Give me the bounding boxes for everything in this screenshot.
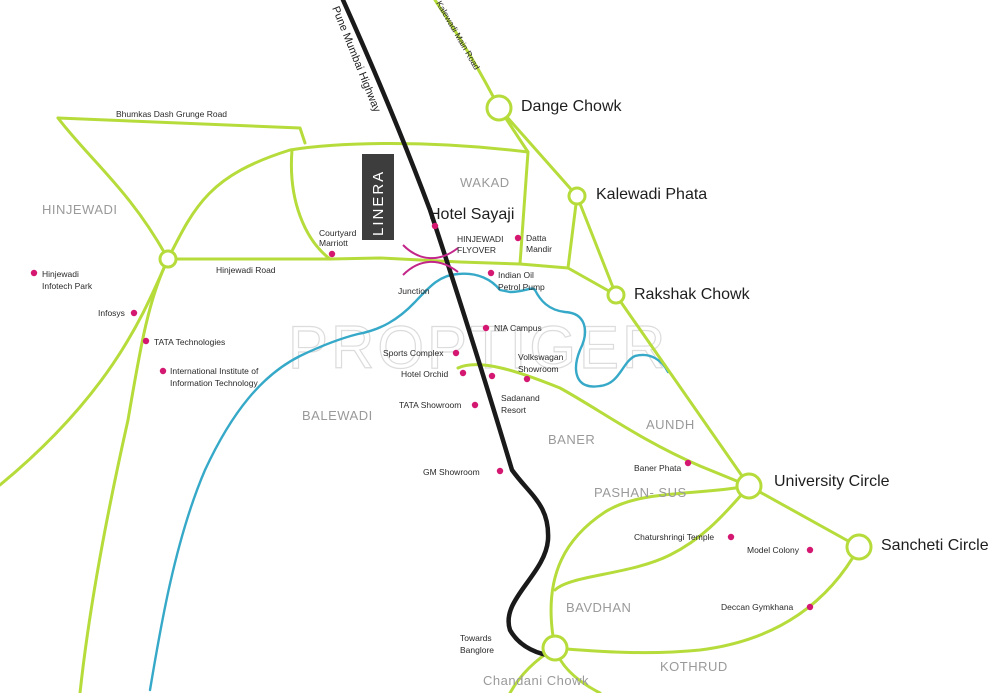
node-kalewadi-phata [567,186,587,206]
highway-label: Pune Mumbai Highway [329,5,383,115]
poi-gm-showroom: GM Showroom [423,467,480,477]
area-hinjewadi: HINJEWADI [42,202,118,217]
poi-sadanand-1: Sadanand [501,393,540,403]
poi-model-colony: Model Colony [747,545,800,555]
rakshak-chowk-label: Rakshak Chowk [634,286,751,303]
junction-label: Junction [398,286,430,296]
node-sancheti-circle [845,533,873,561]
poi-volkswagen-2: Showroom [518,364,559,374]
poi-indian-oil-1: Indian Oil [498,270,534,280]
poi-sports-complex: Sports Complex [383,348,444,358]
university-circle-label: University Circle [774,473,890,490]
hinjewadi-road-label: Hinjewadi Road [216,265,276,275]
poi-towards-2: Banglore [460,645,494,655]
poi-indian-oil-2: Petrol Pump [498,282,545,292]
node-dange-chowk [485,94,513,122]
road-network [0,0,861,693]
area-kothrud: KOTHRUD [660,659,728,674]
flyover-label-1: HINJEWADI [457,234,503,244]
area-aundh: AUNDH [646,417,695,432]
river [148,272,670,692]
dange-chowk-label: Dange Chowk [521,98,623,115]
poi-iiit-1: International Institute of [170,366,259,376]
poi-baner-phata: Baner Phata [634,463,682,473]
watermark-text: PROPTIGER [288,314,668,381]
poi-infosys: Infosys [98,308,125,318]
poi-deccan-gymkhana: Deccan Gymkhana [721,602,794,612]
kalewadi-main-road-label: Kalewadi Main Road [434,0,482,72]
pune-mumbai-highway [340,0,558,659]
poi-courtyard-1: Courtyard [319,228,357,238]
poi-hinjewadi-infotech-1: Hinjewadi [42,269,79,279]
area-bavdhan: BAVDHAN [566,600,631,615]
area-pashan-sus: PASHAN- SUS [594,485,687,500]
node-chandani-chowk [541,634,569,662]
node-hinjewadi [158,249,178,269]
poi-markers [30,222,814,611]
poi-towards-1: Towards [460,633,492,643]
poi-tata-technologies: TATA Technologies [154,337,225,347]
area-balewadi: BALEWADI [302,408,373,423]
poi-hotel-orchid: Hotel Orchid [401,369,449,379]
node-rakshak-chowk [606,285,626,305]
linera-project-marker: LINERA [362,154,394,240]
poi-volkswagen-1: Volkswagan [518,352,564,362]
project-name: LINERA [370,170,387,236]
area-chandani-chowk: Chandani Chowk [483,673,589,688]
poi-datta-mandir-2: Mandir [526,244,552,254]
hotel-sayaji-label: Hotel Sayaji [429,206,514,223]
hinjewadi-flyover [402,244,459,276]
sancheti-circle-label: Sancheti Circle [881,537,989,554]
poi-tata-showroom: TATA Showroom [399,400,461,410]
node-university-circle [735,472,763,500]
bhumkas-road-label: Bhumkas Dash Grunge Road [116,109,227,119]
poi-hinjewadi-infotech-2: Infotech Park [42,281,93,291]
poi-nia-campus: NIA Campus [494,323,542,333]
kalewadi-phata-label: Kalewadi Phata [596,186,707,203]
poi-iiit-2: Information Technology [170,378,258,388]
area-baner: BANER [548,432,595,447]
poi-sadanand-2: Resort [501,405,527,415]
area-wakad: WAKAD [460,175,510,190]
poi-datta-mandir-1: Datta [526,233,547,243]
poi-chaturshringi: Chaturshringi Temple [634,532,714,542]
flyover-label-2: FLYOVER [457,245,496,255]
poi-courtyard-2: Marriott [319,238,348,248]
